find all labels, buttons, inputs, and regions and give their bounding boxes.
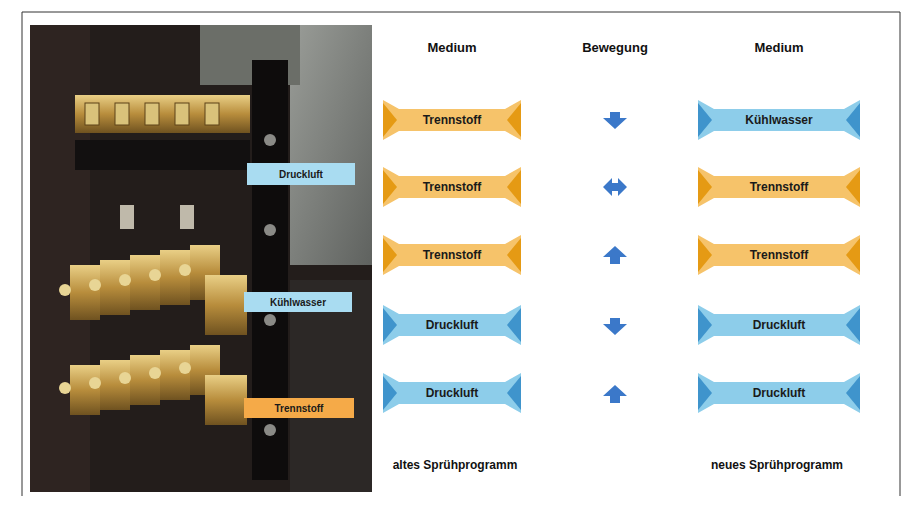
medium-name: Trennstoff [423, 113, 482, 127]
medium-name: Kühlwasser [745, 113, 812, 127]
medium-banner: Trennstoff [698, 167, 860, 207]
medium-name: Druckluft [279, 169, 323, 180]
column-header: Medium [754, 40, 803, 55]
footer-caption: altes Sprühprogramm [393, 458, 518, 472]
valve-photo [30, 25, 372, 492]
photo-label-box: Kühlwasser [244, 292, 352, 312]
footer-caption: neues Sprühprogramm [711, 458, 843, 472]
frame [22, 12, 900, 496]
medium-banner: Trennstoff [698, 235, 860, 275]
medium-banner: Trennstoff [383, 100, 521, 140]
photo-label-box: Druckluft [247, 163, 355, 185]
medium-name: Trennstoff [750, 180, 809, 194]
medium-banner: Druckluft [698, 305, 860, 345]
medium-name: Kühlwasser [270, 297, 326, 308]
medium-banner: Druckluft [383, 373, 521, 413]
medium-banner: Druckluft [698, 373, 860, 413]
medium-banner: Trennstoff [383, 235, 521, 275]
medium-name: Trennstoff [275, 403, 324, 414]
medium-banner: Druckluft [383, 305, 521, 345]
medium-banner: Trennstoff [383, 167, 521, 207]
medium-name: Trennstoff [423, 180, 482, 194]
column-header: Bewegung [582, 40, 648, 55]
medium-name: Druckluft [753, 318, 806, 332]
medium-name: Druckluft [426, 318, 479, 332]
medium-name: Trennstoff [750, 248, 809, 262]
medium-banner: Kühlwasser [698, 100, 860, 140]
medium-name: Druckluft [426, 386, 479, 400]
movement-arrows [603, 112, 627, 403]
medium-name: Trennstoff [423, 248, 482, 262]
medium-name: Druckluft [753, 386, 806, 400]
column-header: Medium [427, 40, 476, 55]
photo-label-box: Trennstoff [244, 398, 354, 418]
